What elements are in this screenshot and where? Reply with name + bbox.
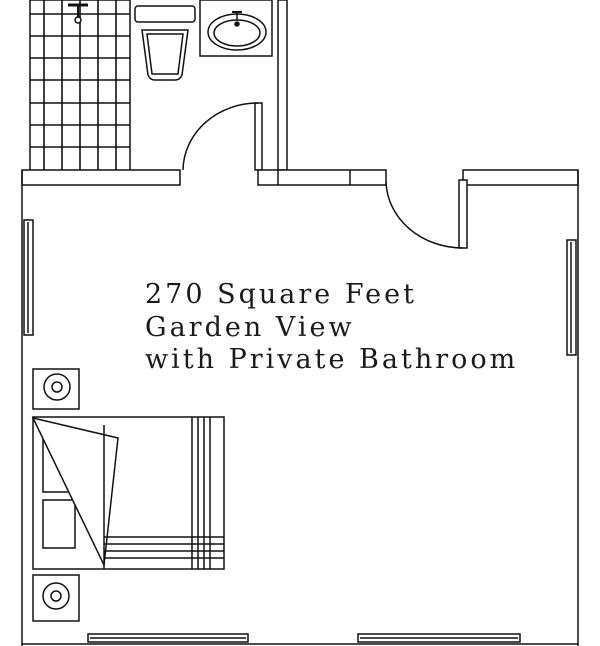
left-window-icon: [23, 219, 34, 336]
bedroom-walls: [21, 169, 579, 646]
nightstand-top-icon: [32, 368, 80, 410]
nightstand-bottom-icon: [32, 574, 80, 622]
pillow-bottom: [42, 499, 76, 549]
top-wall-middle: [257, 169, 387, 186]
right-window-icon: [566, 239, 577, 356]
entry-door-icon: [385, 179, 468, 249]
bathroom: [29, 0, 288, 171]
bottom-left-window-icon: [87, 633, 249, 643]
shower-valve-icon: [68, 3, 88, 24]
top-wall-left: [21, 169, 181, 186]
toilet-icon: [134, 5, 196, 81]
bathroom-door-icon: [182, 102, 263, 171]
bed-icon: [31, 416, 225, 570]
shower-tile-grid: [30, 0, 130, 170]
top-wall-right: [462, 169, 579, 186]
bathroom-right-wall: [277, 0, 288, 171]
bottom-right-window-icon: [357, 633, 521, 643]
room-view-label: Garden View: [145, 312, 355, 343]
room-bathroom-label: with Private Bathroom: [145, 344, 519, 375]
room-size-label: 270 Square Feet: [145, 279, 417, 310]
sink-icon: [199, 0, 273, 57]
